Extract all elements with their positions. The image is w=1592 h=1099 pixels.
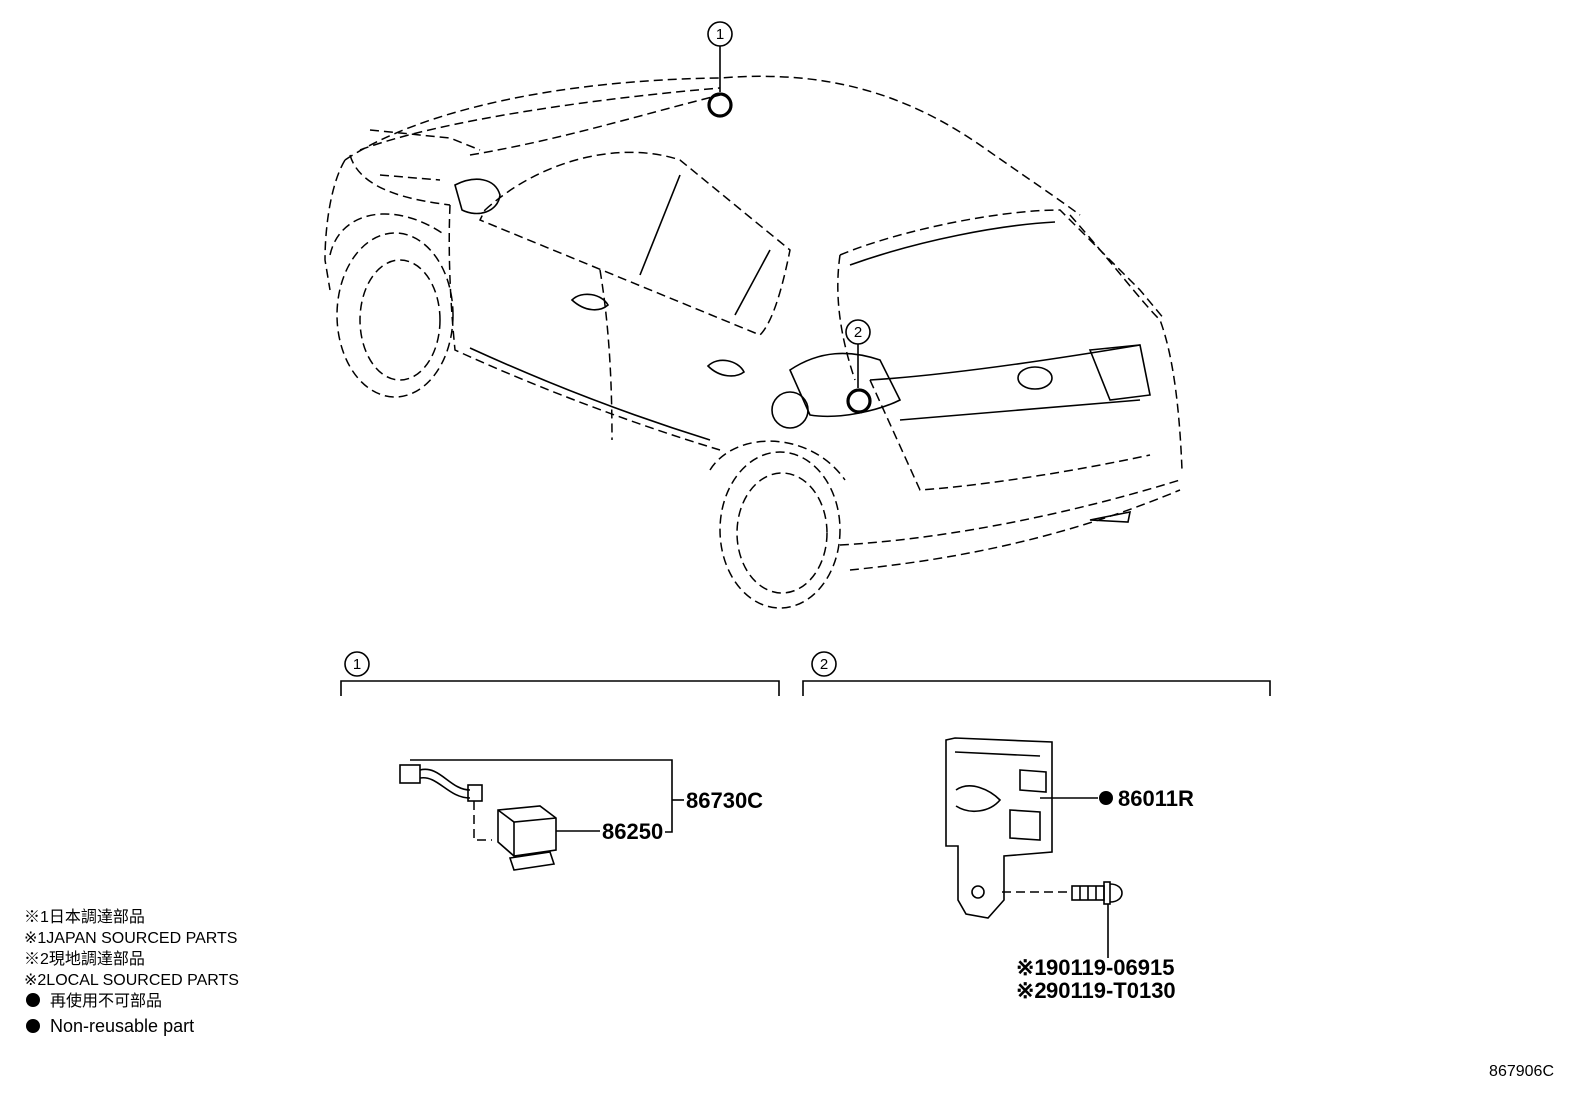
legend-line-6: Non-reusable part	[50, 1016, 194, 1036]
wire-harness-drawing	[399, 759, 665, 841]
bolt-drawing	[1002, 881, 1123, 958]
location-marker-2	[846, 388, 872, 414]
part-number-86250: 86250	[602, 819, 663, 844]
legend-line-4: ※2LOCAL SOURCED PARTS	[24, 972, 239, 989]
bolt-prefix-1: ※1	[1016, 955, 1047, 980]
bolt-prefix-2: ※2	[1016, 978, 1047, 1003]
legend: ※1日本調達部品 ※1JAPAN SOURCED PARTS ※2現地調達部品 …	[24, 908, 239, 1036]
vehicle-outline	[324, 75, 1183, 609]
part-number-86730c: 86730C	[686, 788, 763, 813]
group-2-bracket	[802, 680, 1271, 696]
group-1-label: 1	[353, 656, 361, 673]
part-number-86011r: 86011R	[1118, 786, 1194, 811]
part-number-90119-t0130: 90119-T0130	[1046, 978, 1176, 1003]
group-2: 2 86011R ※1 90119-06915 ※2 90119-T0130	[802, 651, 1271, 1003]
legend-line-1: ※1日本調達部品	[24, 908, 145, 926]
leader-bracket-86730c	[665, 759, 673, 833]
legend-line-5: 再使用不可部品	[50, 992, 162, 1010]
callout-1: 1	[707, 21, 733, 118]
callout-1-label: 1	[716, 26, 724, 43]
non-reusable-bullet	[1099, 791, 1113, 805]
group-1: 1 86730C 86250	[340, 651, 780, 871]
part-number-90119-06915: 90119-06915	[1046, 955, 1174, 980]
group-1-bracket	[340, 680, 780, 696]
callout-2: 2	[845, 319, 872, 414]
group-2-label: 2	[820, 656, 828, 673]
legend-bullet-2	[26, 1019, 40, 1033]
callout-2-label: 2	[854, 324, 862, 341]
reference-code: 867906C	[1489, 1063, 1554, 1080]
legend-line-3: ※2現地調達部品	[24, 950, 145, 968]
legend-bullet-1	[26, 993, 40, 1007]
module-drawing	[945, 737, 1098, 919]
legend-line-2: ※1JAPAN SOURCED PARTS	[24, 930, 237, 947]
connector-drawing	[497, 805, 600, 871]
location-marker-1	[707, 92, 733, 118]
